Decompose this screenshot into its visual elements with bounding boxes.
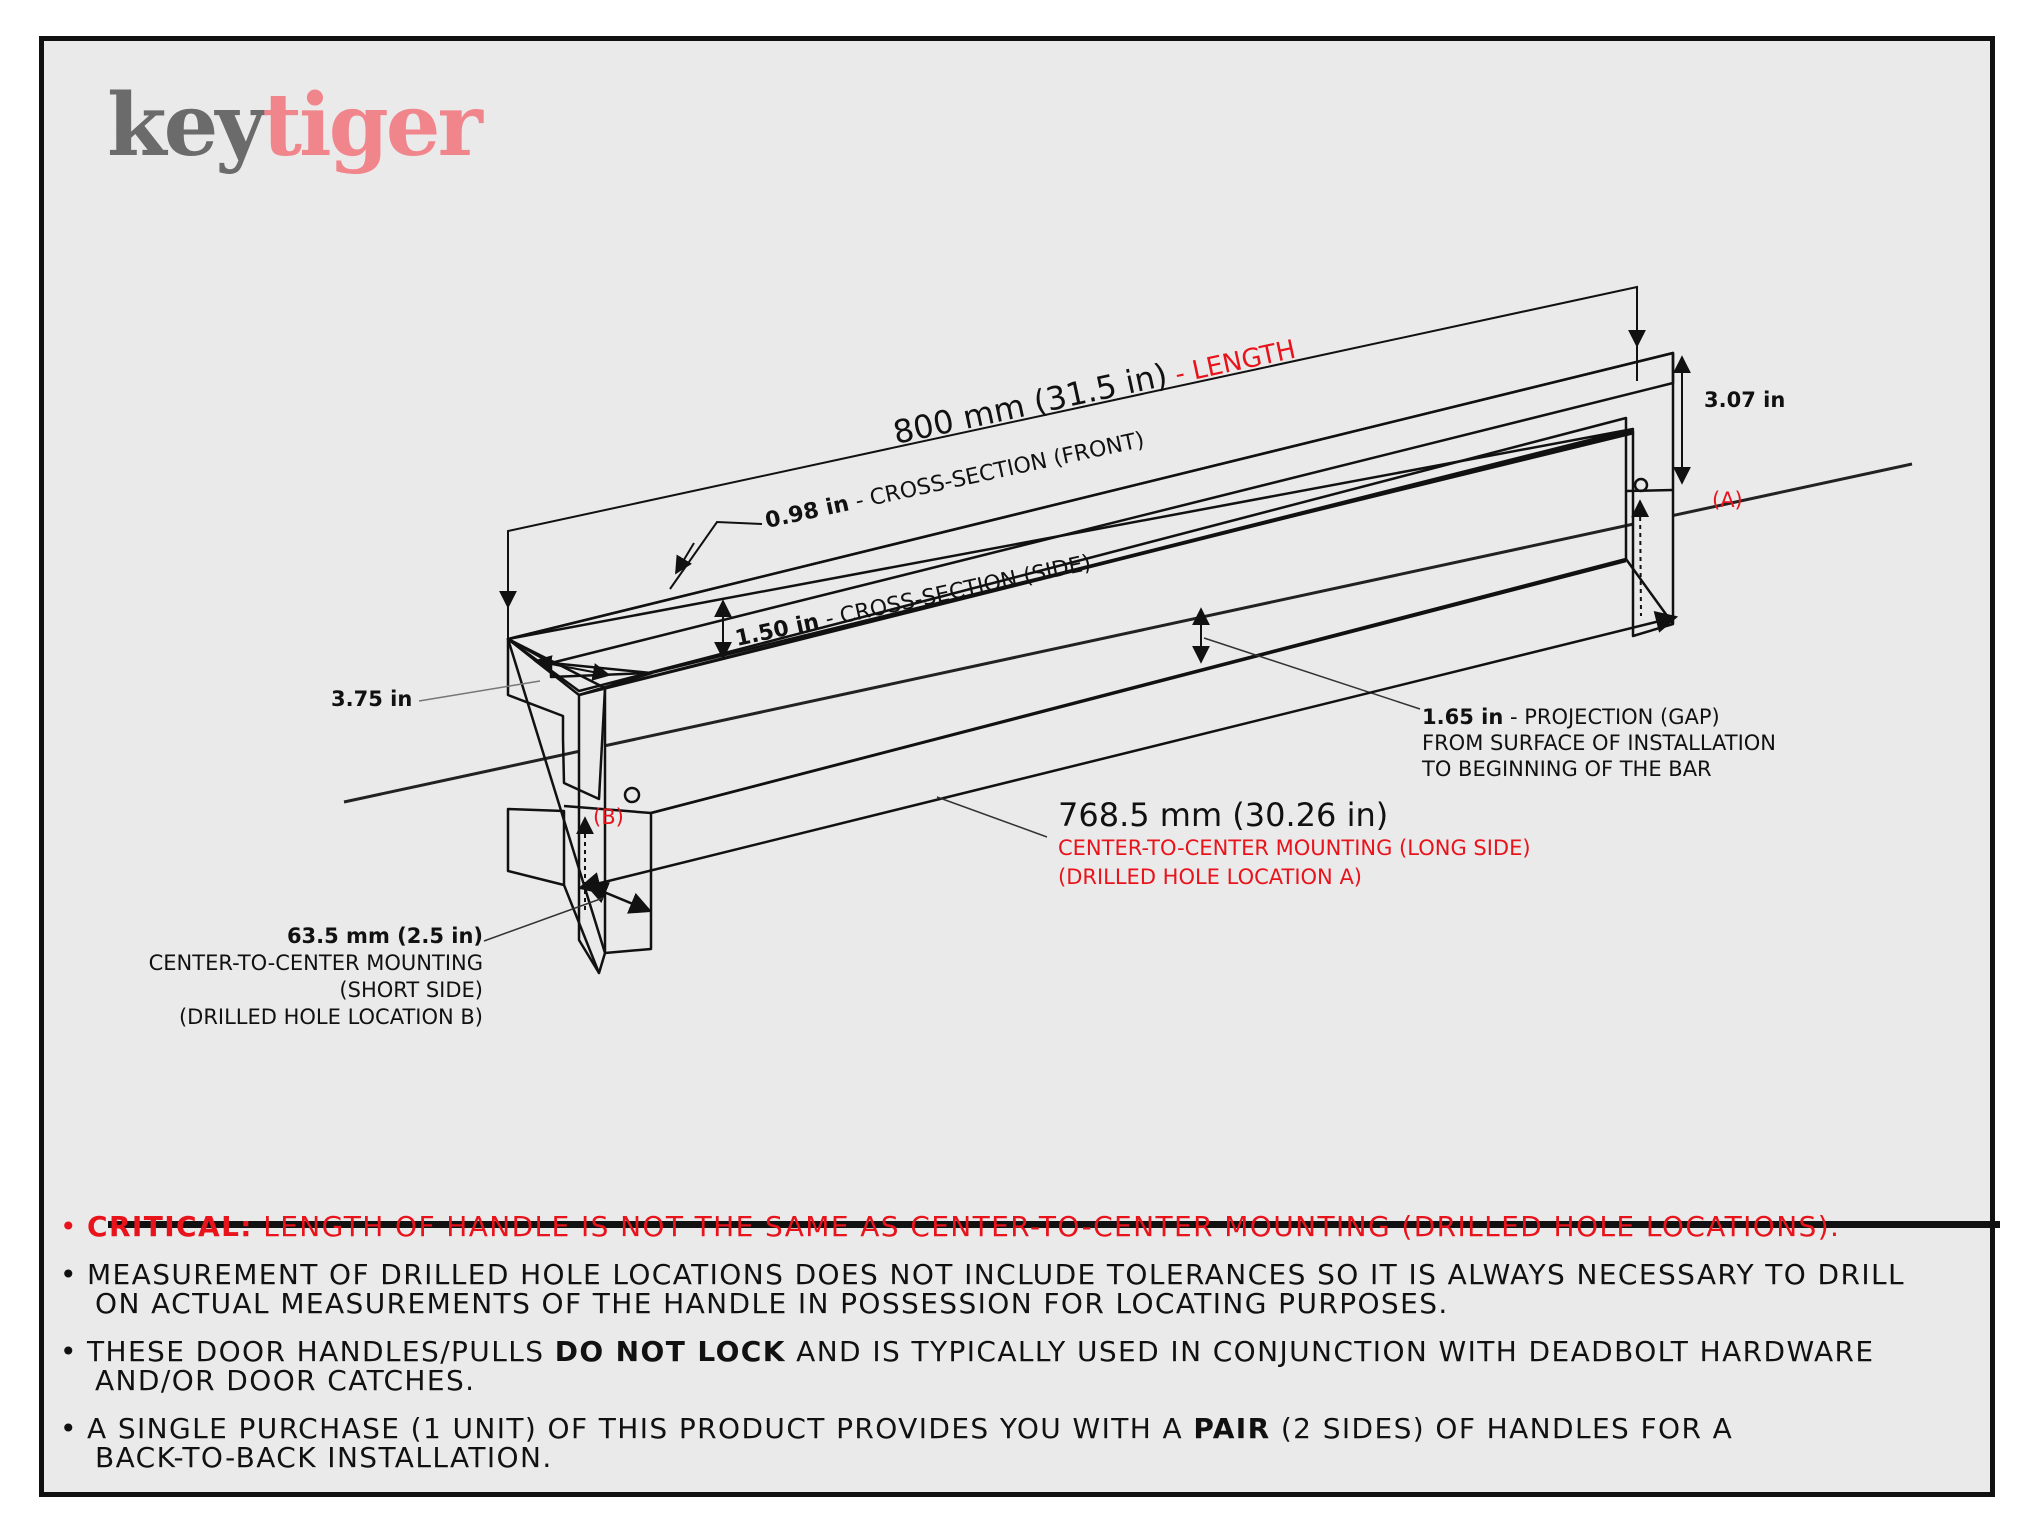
dimension-center-long: 768.5 mm (30.26 in) CENTER-TO-CENTER MOU… <box>577 499 1679 895</box>
center-long-value: 768.5 mm (30.26 in) <box>1058 796 1388 834</box>
note-bullet: • <box>60 1258 78 1291</box>
center-short-line4: (DRILLED HOLE LOCATION B) <box>179 1005 483 1029</box>
note-no-lock: • THESE DOOR HANDLES/PULLS DO NOT LOCK AN… <box>60 1337 1960 1395</box>
note-pair-pre: A SINGLE PURCHASE (1 UNIT) OF THIS PRODU… <box>87 1412 1194 1445</box>
length-suffix: - LENGTH <box>1164 335 1298 392</box>
note-bullet: • <box>60 1210 78 1243</box>
notes-list: • CRITICAL: LENGTH OF HANDLE IS NOT THE S… <box>60 1212 1960 1491</box>
projection-value: 1.65 in <box>1422 705 1503 729</box>
projection-text: - PROJECTION (GAP) <box>1503 705 1719 729</box>
note-critical: • CRITICAL: LENGTH OF HANDLE IS NOT THE S… <box>60 1212 1960 1241</box>
note-bullet: • <box>60 1412 78 1445</box>
marker-b: (B) <box>593 805 624 829</box>
svg-text:800 mm (31.5 in) - LENGTH: 800 mm (31.5 in) - LENGTH <box>890 328 1299 452</box>
logo-part-tiger: tiger <box>262 75 483 176</box>
note-pair-strong: PAIR <box>1193 1412 1271 1445</box>
note-no-lock-cont: AND/OR DOOR CATCHES. <box>95 1364 476 1397</box>
height-label: 3.07 in <box>1704 388 1785 412</box>
note-bullet: • <box>60 1335 78 1368</box>
brand-logo: keytiger <box>107 83 483 169</box>
marker-a: (A) <box>1712 488 1743 512</box>
note-no-lock-pre: THESE DOOR HANDLES/PULLS <box>87 1335 555 1368</box>
note-pair: • A SINGLE PURCHASE (1 UNIT) OF THIS PROD… <box>60 1414 1960 1472</box>
dimension-center-short: 63.5 mm (2.5 in) CENTER-TO-CENTER MOUNTI… <box>149 816 653 1029</box>
projection-line2: FROM SURFACE OF INSTALLATION <box>1422 731 1776 755</box>
note-critical-strong: CRITICAL: <box>87 1210 253 1243</box>
logo-part-key: key <box>107 75 265 176</box>
center-short-line2: CENTER-TO-CENTER MOUNTING <box>149 951 483 975</box>
section-divider <box>108 1221 2000 1228</box>
center-long-line3: (DRILLED HOLE LOCATION A) <box>1058 865 1362 889</box>
note-tolerances-cont: ON ACTUAL MEASUREMENTS OF THE HANDLE IN … <box>95 1287 1449 1320</box>
dimension-projection: 1.65 in - PROJECTION (GAP) FROM SURFACE … <box>1192 607 1776 781</box>
cross-front-value: 0.98 in <box>763 491 852 533</box>
note-no-lock-strong: DO NOT LOCK <box>554 1335 786 1368</box>
dimension-height: 3.07 in <box>1673 355 1785 485</box>
note-no-lock-post: AND IS TYPICALLY USED IN CONJUNCTION WIT… <box>785 1335 1875 1368</box>
svg-text:1.50 in - CROSS-SECTION (SIDE): 1.50 in - CROSS-SECTION (SIDE) <box>733 551 1093 652</box>
depth-label: 3.75 in <box>331 687 412 711</box>
projection-line3: TO BEGINNING OF THE BAR <box>1421 757 1712 781</box>
center-short-line3: (SHORT SIDE) <box>339 978 483 1002</box>
note-critical-text: LENGTH OF HANDLE IS NOT THE SAME AS CENT… <box>252 1210 1841 1243</box>
diagram-frame: keytiger <box>39 36 2000 1497</box>
note-tolerances-text: MEASUREMENT OF DRILLED HOLE LOCATIONS DO… <box>87 1258 1905 1291</box>
center-short-value: 63.5 mm (2.5 in) <box>287 924 483 948</box>
note-pair-cont: BACK-TO-BACK INSTALLATION. <box>95 1441 553 1474</box>
note-pair-post: (2 SIDES) OF HANDLES FOR A <box>1270 1412 1734 1445</box>
dimension-cross-section-side: 1.50 in - CROSS-SECTION (SIDE) <box>714 551 1093 660</box>
svg-text:1.65 in - PROJECTION (GAP): 1.65 in - PROJECTION (GAP) <box>1422 705 1720 729</box>
note-tolerances: • MEASUREMENT OF DRILLED HOLE LOCATIONS D… <box>60 1260 1960 1318</box>
center-long-line2: CENTER-TO-CENTER MOUNTING (LONG SIDE) <box>1058 836 1531 860</box>
handle-dimension-drawing: 800 mm (31.5 in) - LENGTH 0.98 in - CROS… <box>149 285 1913 1029</box>
